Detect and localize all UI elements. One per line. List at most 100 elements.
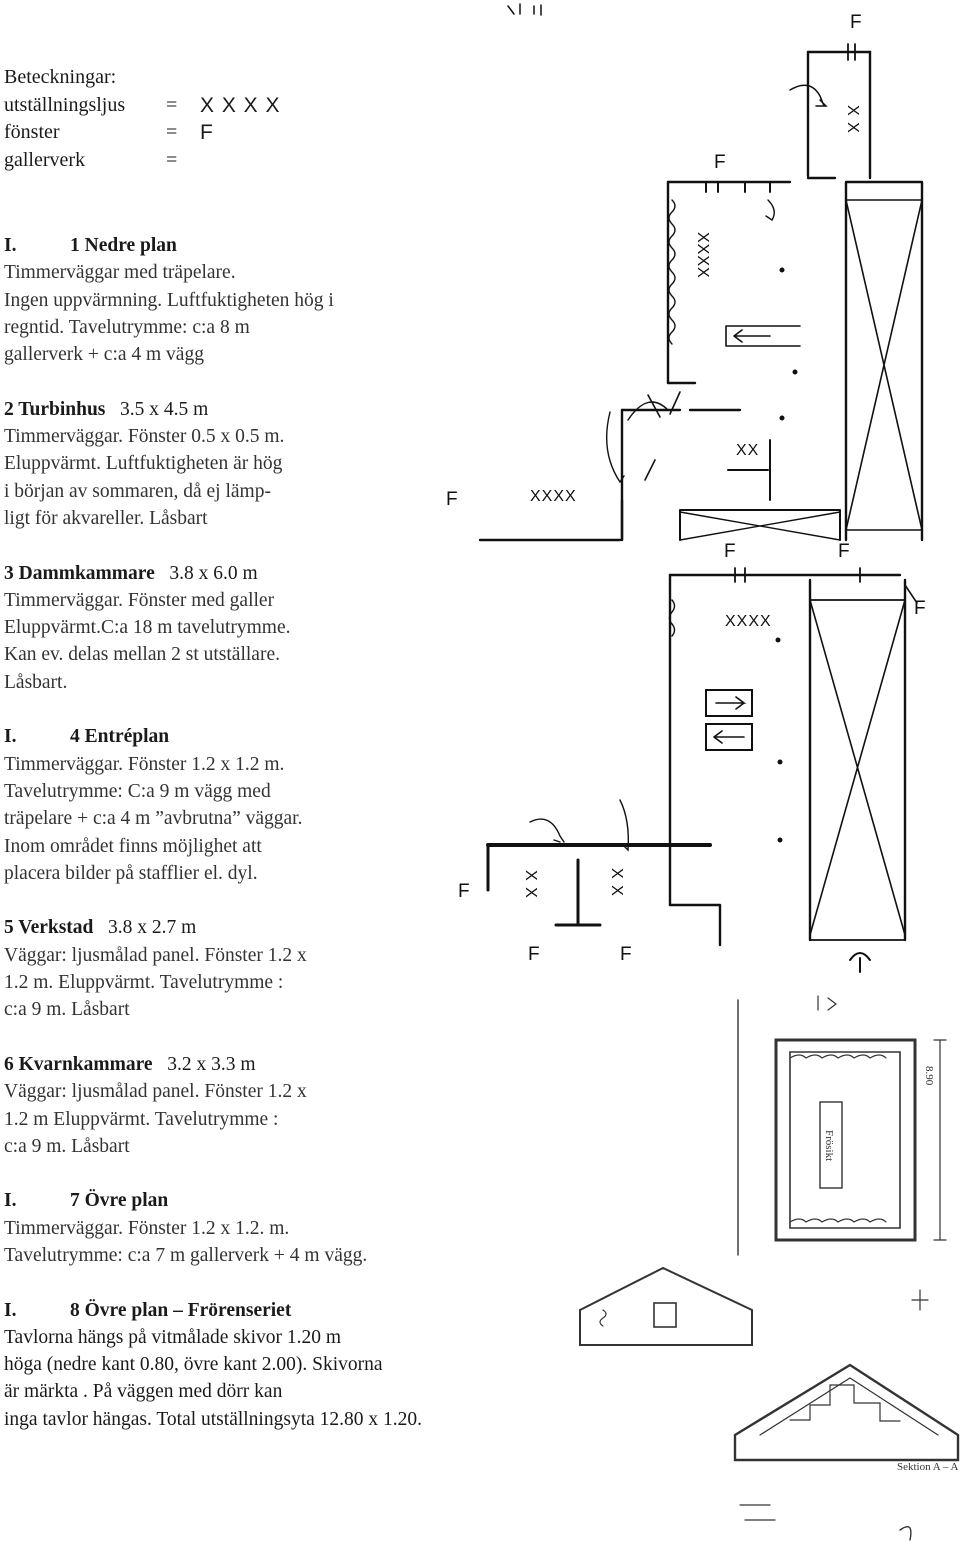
legend-equals: = xyxy=(166,148,178,171)
section-line: c:a 9 m. Låsbart xyxy=(4,999,130,1021)
section-line: i början av sommaren, då ej lämp- xyxy=(4,480,271,502)
section-title: 1 Nedre plan xyxy=(70,235,177,256)
section-title: 7 Övre plan xyxy=(70,1190,169,1212)
light-marker: X X xyxy=(844,105,861,134)
section-dims: 3.8 x 2.7 m xyxy=(108,917,197,939)
dimension-label: 8.90 xyxy=(923,1066,935,1086)
section-dammkammare: 3 Dammkammare 3.8 x 6.0 m Timmerväggar. … xyxy=(4,560,524,696)
legend-equals: = xyxy=(166,93,178,116)
legend-row-lattice: gallerverk = xyxy=(4,149,304,177)
arrow-symbol xyxy=(605,401,669,484)
fronsikt-label: Frösikt xyxy=(823,1130,835,1161)
section-line: Timmerväggar. Fönster 0.5 x 0.5 m. xyxy=(4,426,285,448)
legend-row-light: utställningsljus = X X X X xyxy=(4,94,304,122)
stair-marker-icon xyxy=(849,952,871,973)
section-line: ligt för akvareller. Låsbart xyxy=(4,507,208,529)
legend: Beteckningar: utställningsljus = X X X X… xyxy=(4,66,304,176)
section-dims: 3.5 x 4.5 m xyxy=(120,398,209,420)
arrow-symbol xyxy=(789,84,828,107)
section-label: Sektion A – A xyxy=(897,1461,958,1473)
section-line: träpelare + c:a 4 m ”avbrutna” väggar. xyxy=(4,808,303,830)
room-descriptions: I. 1 Nedre plan Timmerväggar med träpelar… xyxy=(4,232,524,1460)
floor-plan-1 xyxy=(478,43,924,542)
section-number: I. xyxy=(4,1190,17,1212)
light-marker: XX xyxy=(736,442,759,459)
light-marker: XXXX xyxy=(530,488,577,505)
section-line: Väggar: ljusmålad panel. Fönster 1.2 x xyxy=(4,944,307,966)
floor-plan-2 xyxy=(486,567,918,973)
section-line: 1.2 m Eluppvärmt. Tavelutrymme : xyxy=(4,1108,279,1130)
section-line: Ingen uppvärmning. Luftfuktigheten hög i xyxy=(4,289,334,311)
light-marker: XXXX xyxy=(725,613,772,630)
section-line: regntid. Tavelutrymme: c:a 8 m xyxy=(4,316,250,338)
legend-title-row: Beteckningar: xyxy=(4,66,304,94)
window-marker: F xyxy=(838,541,850,562)
legend-label: utställningsljus xyxy=(4,93,126,116)
section-line: Timmerväggar med träpelare. xyxy=(4,262,236,284)
section-line: inga tavlor hängas. Total utställningsyt… xyxy=(4,1408,423,1430)
window-marker: F xyxy=(914,598,926,619)
window-marker: F xyxy=(620,944,632,965)
section-title: 2 Turbinhus xyxy=(4,398,106,420)
section-number: I. xyxy=(4,235,17,256)
section-line: Låsbart. xyxy=(4,671,68,693)
window-marker: F xyxy=(458,881,470,902)
legend-symbol: X X X X xyxy=(200,93,281,117)
section-dims: 3.2 x 3.3 m xyxy=(167,1053,256,1075)
section-line: Inom området finns möjlighet att xyxy=(4,835,262,857)
section-line: Väggar: ljusmålad panel. Fönster 1.2 x xyxy=(4,1081,307,1103)
section-number: I. xyxy=(4,726,17,748)
scribble-mark xyxy=(507,3,542,16)
section-ovre-plan: I. 7 Övre plan Timmerväggar. Fönster 1.2 … xyxy=(4,1187,524,1269)
stair-arrow xyxy=(725,325,801,347)
section-line: Timmerväggar. Fönster 1.2 x 1.2 m. xyxy=(4,753,285,775)
section-line: Timmerväggar. Fönster 1.2 x 1.2. m. xyxy=(4,1217,290,1239)
section-title: 5 Verkstad xyxy=(4,917,94,939)
section-line: c:a 9 m. Låsbart xyxy=(4,1135,130,1157)
section-line: gallerverk + c:a 4 m vägg xyxy=(4,344,204,366)
arrow-left-icon xyxy=(713,730,745,744)
window-marker: F xyxy=(714,152,726,173)
legend-equals: = xyxy=(166,121,178,143)
window-marker: F xyxy=(446,489,458,510)
section-title: 6 Kvarnkammare xyxy=(4,1053,153,1075)
lattice-symbol xyxy=(668,199,676,345)
section-line: Kan ev. delas mellan 2 st utställare. xyxy=(4,644,280,666)
legend-symbol: F xyxy=(200,121,214,144)
light-marker: X X xyxy=(608,868,625,897)
section-line: Eluppvärmt.C:a 18 m tavelutrymme. xyxy=(4,617,291,639)
window-marker: F xyxy=(850,12,862,33)
section-number: I. xyxy=(4,1299,17,1321)
lattice-cross xyxy=(809,599,906,936)
section-frorenseriet: I. 8 Övre plan – Frörenseriet Tavlorna hä… xyxy=(4,1297,524,1433)
floor-plan-3 xyxy=(579,995,960,1541)
light-markers: XXXX XXXX XX X X XXXX X X X X xyxy=(522,105,861,899)
section-title: 8 Övre plan – Frörenseriet xyxy=(70,1299,292,1321)
section-kvarnkammare: 6 Kvarnkammare 3.2 x 3.3 m Väggar: ljusm… xyxy=(4,1051,524,1160)
section-turbinhus: 2 Turbinhus 3.5 x 4.5 m Timmerväggar. Fö… xyxy=(4,396,524,532)
window-markers: F F F F F F F F F xyxy=(446,12,926,965)
section-line: Tavelutrymme: c:a 7 m gallerverk + 4 m v… xyxy=(4,1244,368,1266)
section-dims: 3.8 x 6.0 m xyxy=(169,562,258,584)
section-entreplan: I. 4 Entréplan Timmerväggar. Fönster 1.2 … xyxy=(4,723,524,887)
legend-row-window: fönster = F xyxy=(4,121,304,149)
legend-label: gallerverk xyxy=(4,148,86,171)
section-line: Eluppvärmt. Luftfuktigheten är hög xyxy=(4,453,283,475)
lattice-cross xyxy=(845,199,923,531)
section-nedre-plan: I. 1 Nedre plan Timmerväggar med träpelar… xyxy=(4,232,524,368)
section-verkstad: 5 Verkstad 3.8 x 2.7 m Väggar: ljusmålad… xyxy=(4,914,524,1023)
window-marker: F xyxy=(724,541,736,562)
section-line: Tavlorna hängs på vitmålade skivor 1.20 … xyxy=(4,1326,342,1348)
light-marker: XXXX xyxy=(694,232,711,279)
section-title: 4 Entréplan xyxy=(70,726,170,748)
arrow-right-icon xyxy=(715,696,747,710)
legend-title: Beteckningar: xyxy=(4,66,117,88)
legend-label: fönster xyxy=(4,121,60,143)
section-line: Timmerväggar. Fönster med galler xyxy=(4,589,275,611)
light-marker: X X xyxy=(522,870,539,899)
arrow-symbol xyxy=(529,818,565,843)
section-title: 3 Dammkammare xyxy=(4,562,155,584)
section-line: är märkta . På väggen med dörr kan xyxy=(4,1381,283,1403)
section-line: placera bilder på stafflier el. dyl. xyxy=(4,862,258,884)
